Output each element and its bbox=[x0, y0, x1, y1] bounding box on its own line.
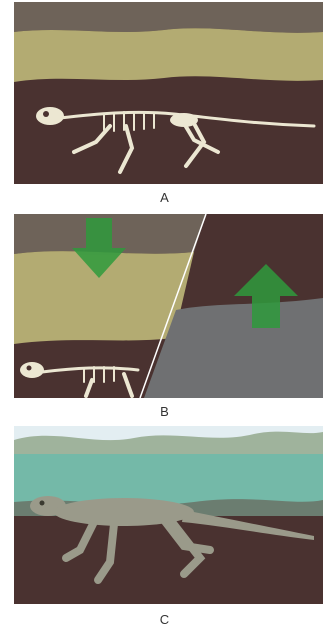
panel-c bbox=[14, 426, 323, 604]
panel-c-label: C bbox=[0, 612, 329, 627]
water bbox=[14, 454, 323, 506]
topsoil-layer bbox=[14, 2, 323, 33]
panel-a-illustration bbox=[14, 2, 323, 184]
panel-b bbox=[14, 214, 323, 398]
panel-c-illustration bbox=[14, 426, 323, 604]
panel-b-illustration bbox=[14, 214, 323, 398]
panel-a bbox=[14, 2, 323, 184]
sand-layer bbox=[14, 28, 323, 82]
panel-a-label: A bbox=[0, 190, 329, 205]
panel-b-label: B bbox=[0, 404, 329, 419]
